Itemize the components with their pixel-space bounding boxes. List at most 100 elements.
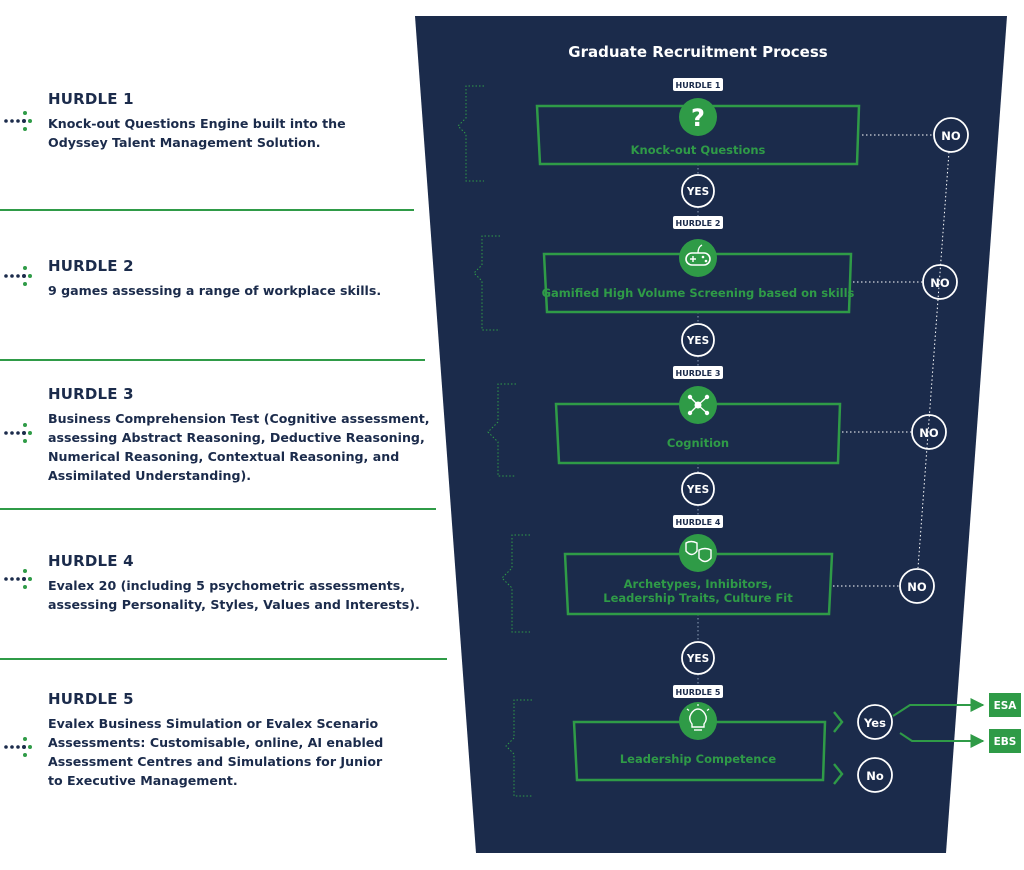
yes-circle [681, 641, 715, 675]
theatre-masks-icon [679, 534, 717, 572]
sidebar-hurdle-title: HURDLE 2 [48, 257, 134, 275]
stage-frame [554, 402, 842, 465]
divider [0, 658, 447, 660]
no-circle [933, 117, 969, 153]
desc-line: assessing Abstract Reasoning, Deductive … [48, 430, 425, 445]
yes-label: YES [686, 653, 709, 665]
sidebar-hurdle-desc: 9 games assessing a range of workplace s… [48, 281, 381, 300]
hurdle-tag-text: HURDLE 3 [676, 369, 721, 378]
dots-arrow-icon [4, 569, 32, 589]
divider [0, 508, 436, 510]
sidebar-hurdle-title: HURDLE 4 [48, 552, 134, 570]
bracket-decorations [457, 85, 532, 797]
question-glyph: ? [691, 104, 705, 132]
gamepad-dpad [690, 256, 696, 262]
no-label: NO [930, 276, 950, 290]
desc-line: 9 games assessing a range of workplace s… [48, 283, 382, 298]
sidebar-hurdle-title: HURDLE 1 [48, 90, 134, 108]
arrow-to-ebs [899, 732, 985, 748]
network-node [704, 410, 710, 416]
final-yes-circle [857, 704, 893, 740]
no-connector-line [917, 151, 950, 569]
dots-arrow-icon [4, 266, 32, 286]
gamepad-btn [701, 255, 705, 259]
desc-line: Numerical Reasoning, Contextual Reasonin… [48, 449, 400, 464]
yes-label: YES [686, 335, 709, 347]
dots-arrow-icon [4, 111, 32, 131]
desc-line: Assessment Centres and Simulations for J… [48, 754, 383, 769]
dots-arrow-icon [4, 737, 32, 757]
stage-frame [535, 104, 861, 166]
dots-arrow-icon [4, 423, 32, 443]
stage-label: Leadership Competence [620, 752, 776, 766]
gamepad-cable [697, 244, 703, 254]
desc-line: Assimilated Understanding). [48, 468, 252, 483]
esa-label: ESA [994, 700, 1018, 712]
no-circle [899, 568, 935, 604]
sidebar-hurdle-desc: Knock-out Questions Engine built into th… [48, 114, 346, 152]
hurdle-1-stage: HURDLE 1 ? Knock-out Questions NO [535, 78, 969, 166]
sidebar-hurdle-title: HURDLE 3 [48, 385, 134, 403]
bulb-rays [686, 704, 710, 711]
desc-line: to Executive Management. [48, 773, 238, 788]
hurdle-tag [673, 515, 723, 528]
hurdle-tag-text: HURDLE 1 [676, 81, 721, 90]
mask-right [698, 547, 712, 563]
desc-line: Evalex Business Simulation or Evalex Sce… [48, 716, 379, 731]
stage-frame [563, 552, 834, 616]
funnel-panel [415, 16, 1007, 853]
chevron-right-icon [833, 711, 844, 733]
lightbulb-icon [679, 702, 717, 740]
desc-line: Odyssey Talent Management Solution. [48, 135, 321, 150]
final-no-label: No [866, 769, 884, 783]
hurdle-tag-text: HURDLE 4 [676, 518, 721, 527]
hurdle-4-stage: HURDLE 4 Archetypes, Inhibitors, Leaders… [563, 515, 935, 616]
final-no-circle [857, 757, 893, 793]
bulb-glass [689, 708, 707, 728]
gamepad-btn [704, 259, 708, 263]
stage-label: Cognition [667, 436, 729, 450]
desc-line: assessing Personality, Styles, Values an… [48, 597, 420, 612]
network-node [687, 394, 693, 400]
yes-circle [681, 323, 715, 357]
no-circle [911, 414, 947, 450]
yes-label: YES [686, 484, 709, 496]
diagram-title: Graduate Recruitment Process [568, 43, 828, 61]
hurdle-tag-text: HURDLE 2 [676, 219, 721, 228]
divider [0, 209, 414, 211]
stage-label: Archetypes, Inhibitors, [624, 577, 773, 591]
desc-line: Assessments: Customisable, online, AI en… [48, 735, 384, 750]
stage-label: Leadership Traits, Culture Fit [603, 591, 793, 605]
hurdle-tag [673, 366, 723, 379]
esa-box [989, 693, 1021, 717]
hurdle-tag [673, 685, 723, 698]
no-label: NO [919, 426, 939, 440]
hurdle-5-stage: HURDLE 5 Leadership Competence [572, 685, 827, 782]
stage-frame [572, 720, 827, 782]
hurdle-tag-text: HURDLE 5 [676, 688, 721, 697]
desc-line: Business Comprehension Test (Cognitive a… [48, 411, 430, 426]
stage-frame [542, 252, 853, 314]
question-icon [679, 98, 717, 136]
hurdle-2-stage: HURDLE 2 Gamified High Volume Screening … [542, 216, 958, 314]
ebs-label: EBS [994, 736, 1017, 748]
mask-left [685, 540, 698, 556]
sidebar-hurdle-desc: Evalex 20 (including 5 psychometric asse… [48, 576, 420, 614]
hurdle-3-stage: HURDLE 3 Cognition NO [554, 366, 947, 465]
desc-line: Evalex 20 (including 5 psychometric asse… [48, 578, 406, 593]
no-label: NO [907, 580, 927, 594]
divider [0, 359, 425, 361]
hurdle-tag [673, 78, 723, 91]
no-circle [922, 264, 958, 300]
yes-circle [681, 472, 715, 506]
sidebar-hurdle-title: HURDLE 5 [48, 690, 134, 708]
yes-label: YES [686, 186, 709, 198]
no-label: NO [941, 129, 961, 143]
chevron-right-icon [833, 763, 844, 785]
gamepad-icon [679, 239, 717, 277]
arrow-to-esa [892, 698, 985, 717]
sidebar-hurdle-desc: Business Comprehension Test (Cognitive a… [48, 409, 430, 485]
network-node [704, 394, 710, 400]
stage-label: Knock-out Questions [631, 143, 766, 157]
